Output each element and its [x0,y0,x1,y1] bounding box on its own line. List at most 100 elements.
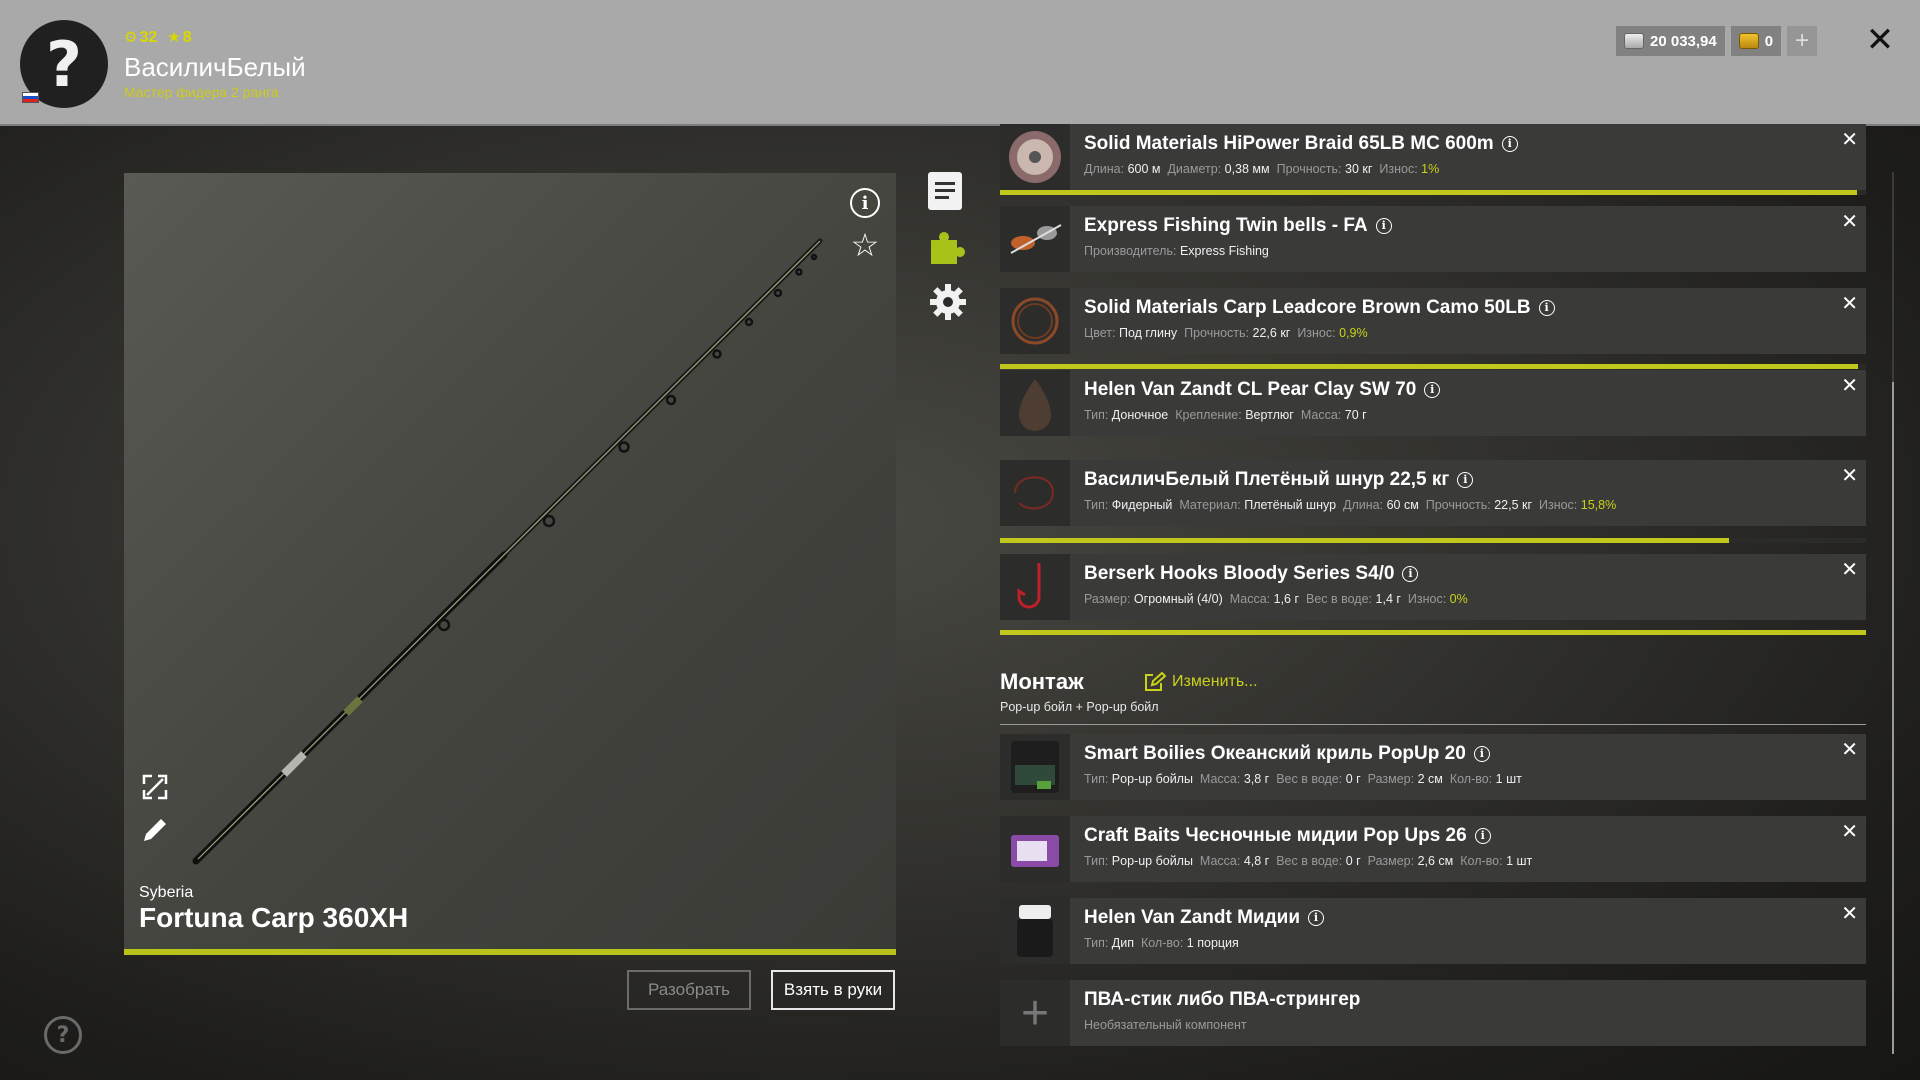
item-title-text: Solid Materials HiPower Braid 65LB MC 60… [1084,133,1494,154]
detail-label: Диаметр: [1167,162,1222,176]
remove-button[interactable]: ✕ [1841,211,1858,233]
item-thumbnail: + [1000,980,1070,1046]
pva-slot[interactable]: + ПВА-стик либо ПВА-стрингер Необязатель… [1000,980,1866,1046]
gear-icon[interactable] [928,282,968,322]
item-thumbnail [1000,816,1070,882]
detail-item: Прочность: 22,5 кг [1426,498,1532,512]
expand-icon[interactable] [140,772,170,802]
item-title: Solid Materials HiPower Braid 65LB MC 60… [1084,133,1518,155]
item-title-text: Express Fishing Twin bells - FA [1084,215,1368,236]
item-title-text: ПВА-стик либо ПВА-стрингер [1084,989,1361,1010]
item-title: ПВА-стик либо ПВА-стрингер [1084,989,1360,1011]
tackle-item[interactable]: Solid Materials Carp Leadcore Brown Camo… [1000,288,1866,354]
detail-label: Прочность: [1425,498,1491,512]
item-title: Express Fishing Twin bells - FA i [1084,215,1392,237]
detail-label: Вес в воде: [1276,854,1343,868]
detail-item: Материал: Плетёный шнур [1179,498,1336,512]
detail-label: Размер: [1367,854,1415,868]
item-details: Тип: Фидерный Материал: Плетёный шнур Дл… [1084,498,1616,512]
detail-item: Износ: 15,8% [1539,498,1616,512]
take-in-hands-button[interactable]: Взять в руки [771,970,895,1010]
detail-value: 30 кг [1345,162,1373,176]
info-icon[interactable]: i [1424,382,1441,398]
tackle-item[interactable]: Solid Materials HiPower Braid 65LB MC 60… [1000,124,1866,190]
silver-balance: 20 033,94 [1616,26,1725,56]
detail-label: Прочность: [1184,326,1250,340]
level-value: 32 [139,29,158,46]
scrollbar-thumb[interactable] [1892,382,1894,1054]
detail-item: Вес в воде: 1,4 г [1306,592,1401,606]
remove-button[interactable]: ✕ [1841,903,1858,925]
info-icon[interactable]: i [1501,136,1518,152]
item-thumbnail [1000,206,1070,272]
disassemble-button[interactable]: Разобрать [627,970,751,1010]
item-details: Цвет: Под глину Прочность: 22,6 кг Износ… [1084,326,1368,340]
remove-button[interactable]: ✕ [1841,739,1858,761]
detail-value: 0% [1449,592,1468,606]
player-rank: Мастер фидера 2 ранга [124,84,279,100]
info-icon[interactable]: i [1538,300,1555,316]
wear-bar [1000,190,1866,195]
gold-balance: 0 [1730,26,1782,56]
detail-item: Необязательный компонент [1084,1018,1247,1032]
leadcore-coil-icon [1011,297,1059,345]
add-gold-button[interactable]: + [1787,26,1818,56]
wear-bar [1000,630,1866,635]
detail-item: Прочность: 22,6 кг [1184,326,1290,340]
detail-value: 1 порция [1186,936,1239,950]
item-title-text: Helen Van Zandt CL Pear Clay SW 70 [1084,379,1417,400]
detail-label: Вес в воде: [1276,772,1343,786]
pencil-icon[interactable] [140,815,170,845]
info-icon[interactable]: i [1474,828,1491,844]
detail-value: 0,9% [1339,326,1368,340]
rod-image [192,238,823,865]
item-title-text: Smart Boilies Океанский криль PopUp 20 [1084,743,1466,764]
level-badge: ⚙32 [124,28,157,47]
rod-preview-panel[interactable] [124,173,896,951]
remove-button[interactable]: ✕ [1841,559,1858,581]
rod-durability-bar [124,949,896,955]
detail-value: Дип [1111,936,1135,950]
detail-label: Тип: [1084,854,1109,868]
notes-icon[interactable] [928,172,962,210]
detail-label: Прочность: [1276,162,1342,176]
remove-button[interactable]: ✕ [1841,375,1858,397]
item-details: Необязательный компонент [1084,1018,1247,1032]
detail-value: 600 м [1127,162,1161,176]
info-icon[interactable]: i [1375,218,1392,234]
item-details: Размер: Огромный (4/0) Масса: 1,6 г Вес … [1084,592,1468,606]
remove-button[interactable]: ✕ [1841,293,1858,315]
russia-flag-icon [22,92,39,103]
info-icon[interactable]: i [1457,472,1474,488]
info-icon[interactable]: i [1473,746,1490,762]
player-name: ВасиличБелый [124,52,306,82]
remove-button[interactable]: ✕ [1841,129,1858,151]
rig-edit-link[interactable]: Изменить... [1144,672,1258,692]
detail-item: Вес в воде: 0 г [1276,772,1361,786]
info-icon[interactable]: i [850,188,880,218]
help-icon[interactable]: ? [44,1016,82,1054]
favorite-star-icon[interactable]: ☆ [850,227,880,263]
remove-button[interactable]: ✕ [1841,821,1858,843]
detail-item: Диаметр: 0,38 мм [1167,162,1269,176]
wear-bar [1000,364,1866,369]
item-title-text: Berserk Hooks Bloody Series S4/0 [1084,563,1395,584]
close-button[interactable]: ✕ [1865,21,1895,59]
detail-value: Express Fishing [1179,244,1269,258]
detail-label: Износ: [1407,592,1447,606]
info-icon[interactable]: i [1402,566,1419,582]
tackle-item[interactable]: Berserk Hooks Bloody Series S4/0 i Размер… [1000,554,1866,620]
detail-value: 15,8% [1580,498,1617,512]
detail-label: Масса: [1199,772,1241,786]
detail-item: Размер: 2 см [1368,772,1443,786]
puzzle-icon[interactable] [928,228,966,266]
info-icon[interactable]: i [1308,910,1325,926]
remove-button[interactable]: ✕ [1841,465,1858,487]
